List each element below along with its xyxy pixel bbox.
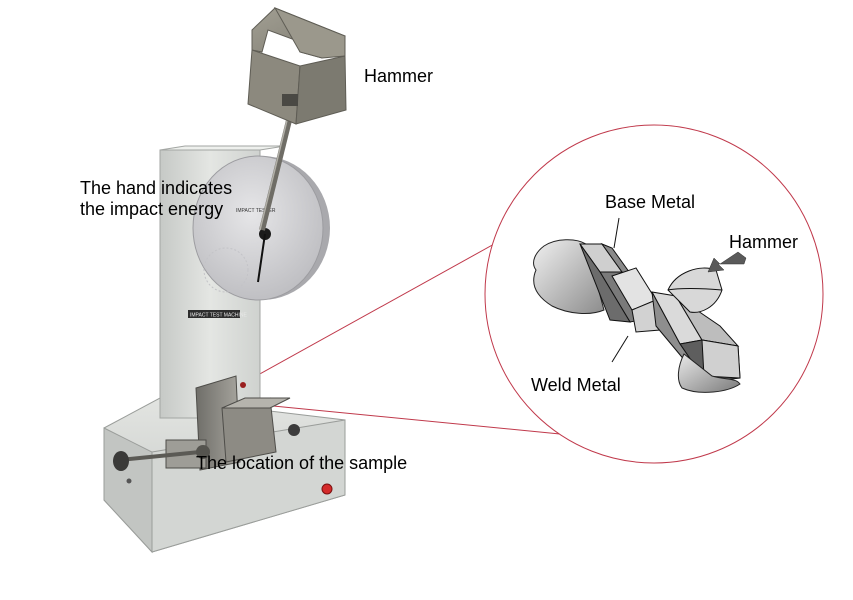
clamp-screw: [113, 445, 210, 471]
dial-knob-icon: [288, 424, 300, 436]
weld-metal-label: Weld Metal: [531, 375, 621, 395]
column-nameplate: [188, 310, 240, 318]
hammer-label: Hammer: [364, 66, 434, 86]
base-metal-label: Base Metal: [605, 192, 696, 212]
dial-caption: IMPACT TESTER: [236, 208, 276, 214]
dial-pointer: [257, 233, 266, 283]
callout-lines: [239, 237, 561, 435]
impact-energy-label: The hand indicates the impact energy: [80, 178, 232, 220]
base-metal-leader: [613, 217, 620, 249]
clamp-knob-icon: [113, 451, 129, 471]
right-support: [677, 353, 741, 393]
sample-location-label: The location of the sample: [196, 453, 408, 473]
impact-energy-label-line-1: The hand indicates: [80, 178, 233, 198]
callout-line-lower: [262, 404, 561, 435]
nameplate-text: IMPACT TEST MACHINE: [190, 313, 248, 319]
callout-line-upper: [239, 237, 506, 386]
pendulum-hammer: [247, 7, 347, 125]
weld-specimen-bar: [579, 242, 741, 383]
magnified-view: [484, 124, 824, 464]
impact-energy-label-line-2: the impact energy: [80, 199, 224, 219]
red-button-icon: [321, 483, 333, 495]
hammer-callout-label: Hammer: [729, 232, 799, 252]
impact-arrow-icon: [707, 251, 747, 273]
impact-testing-machine: IMPACT TEST MACHINE IMPACT TESTER: [103, 7, 347, 554]
weld-metal-leader: [611, 335, 629, 363]
pendulum-arm: [259, 99, 297, 231]
